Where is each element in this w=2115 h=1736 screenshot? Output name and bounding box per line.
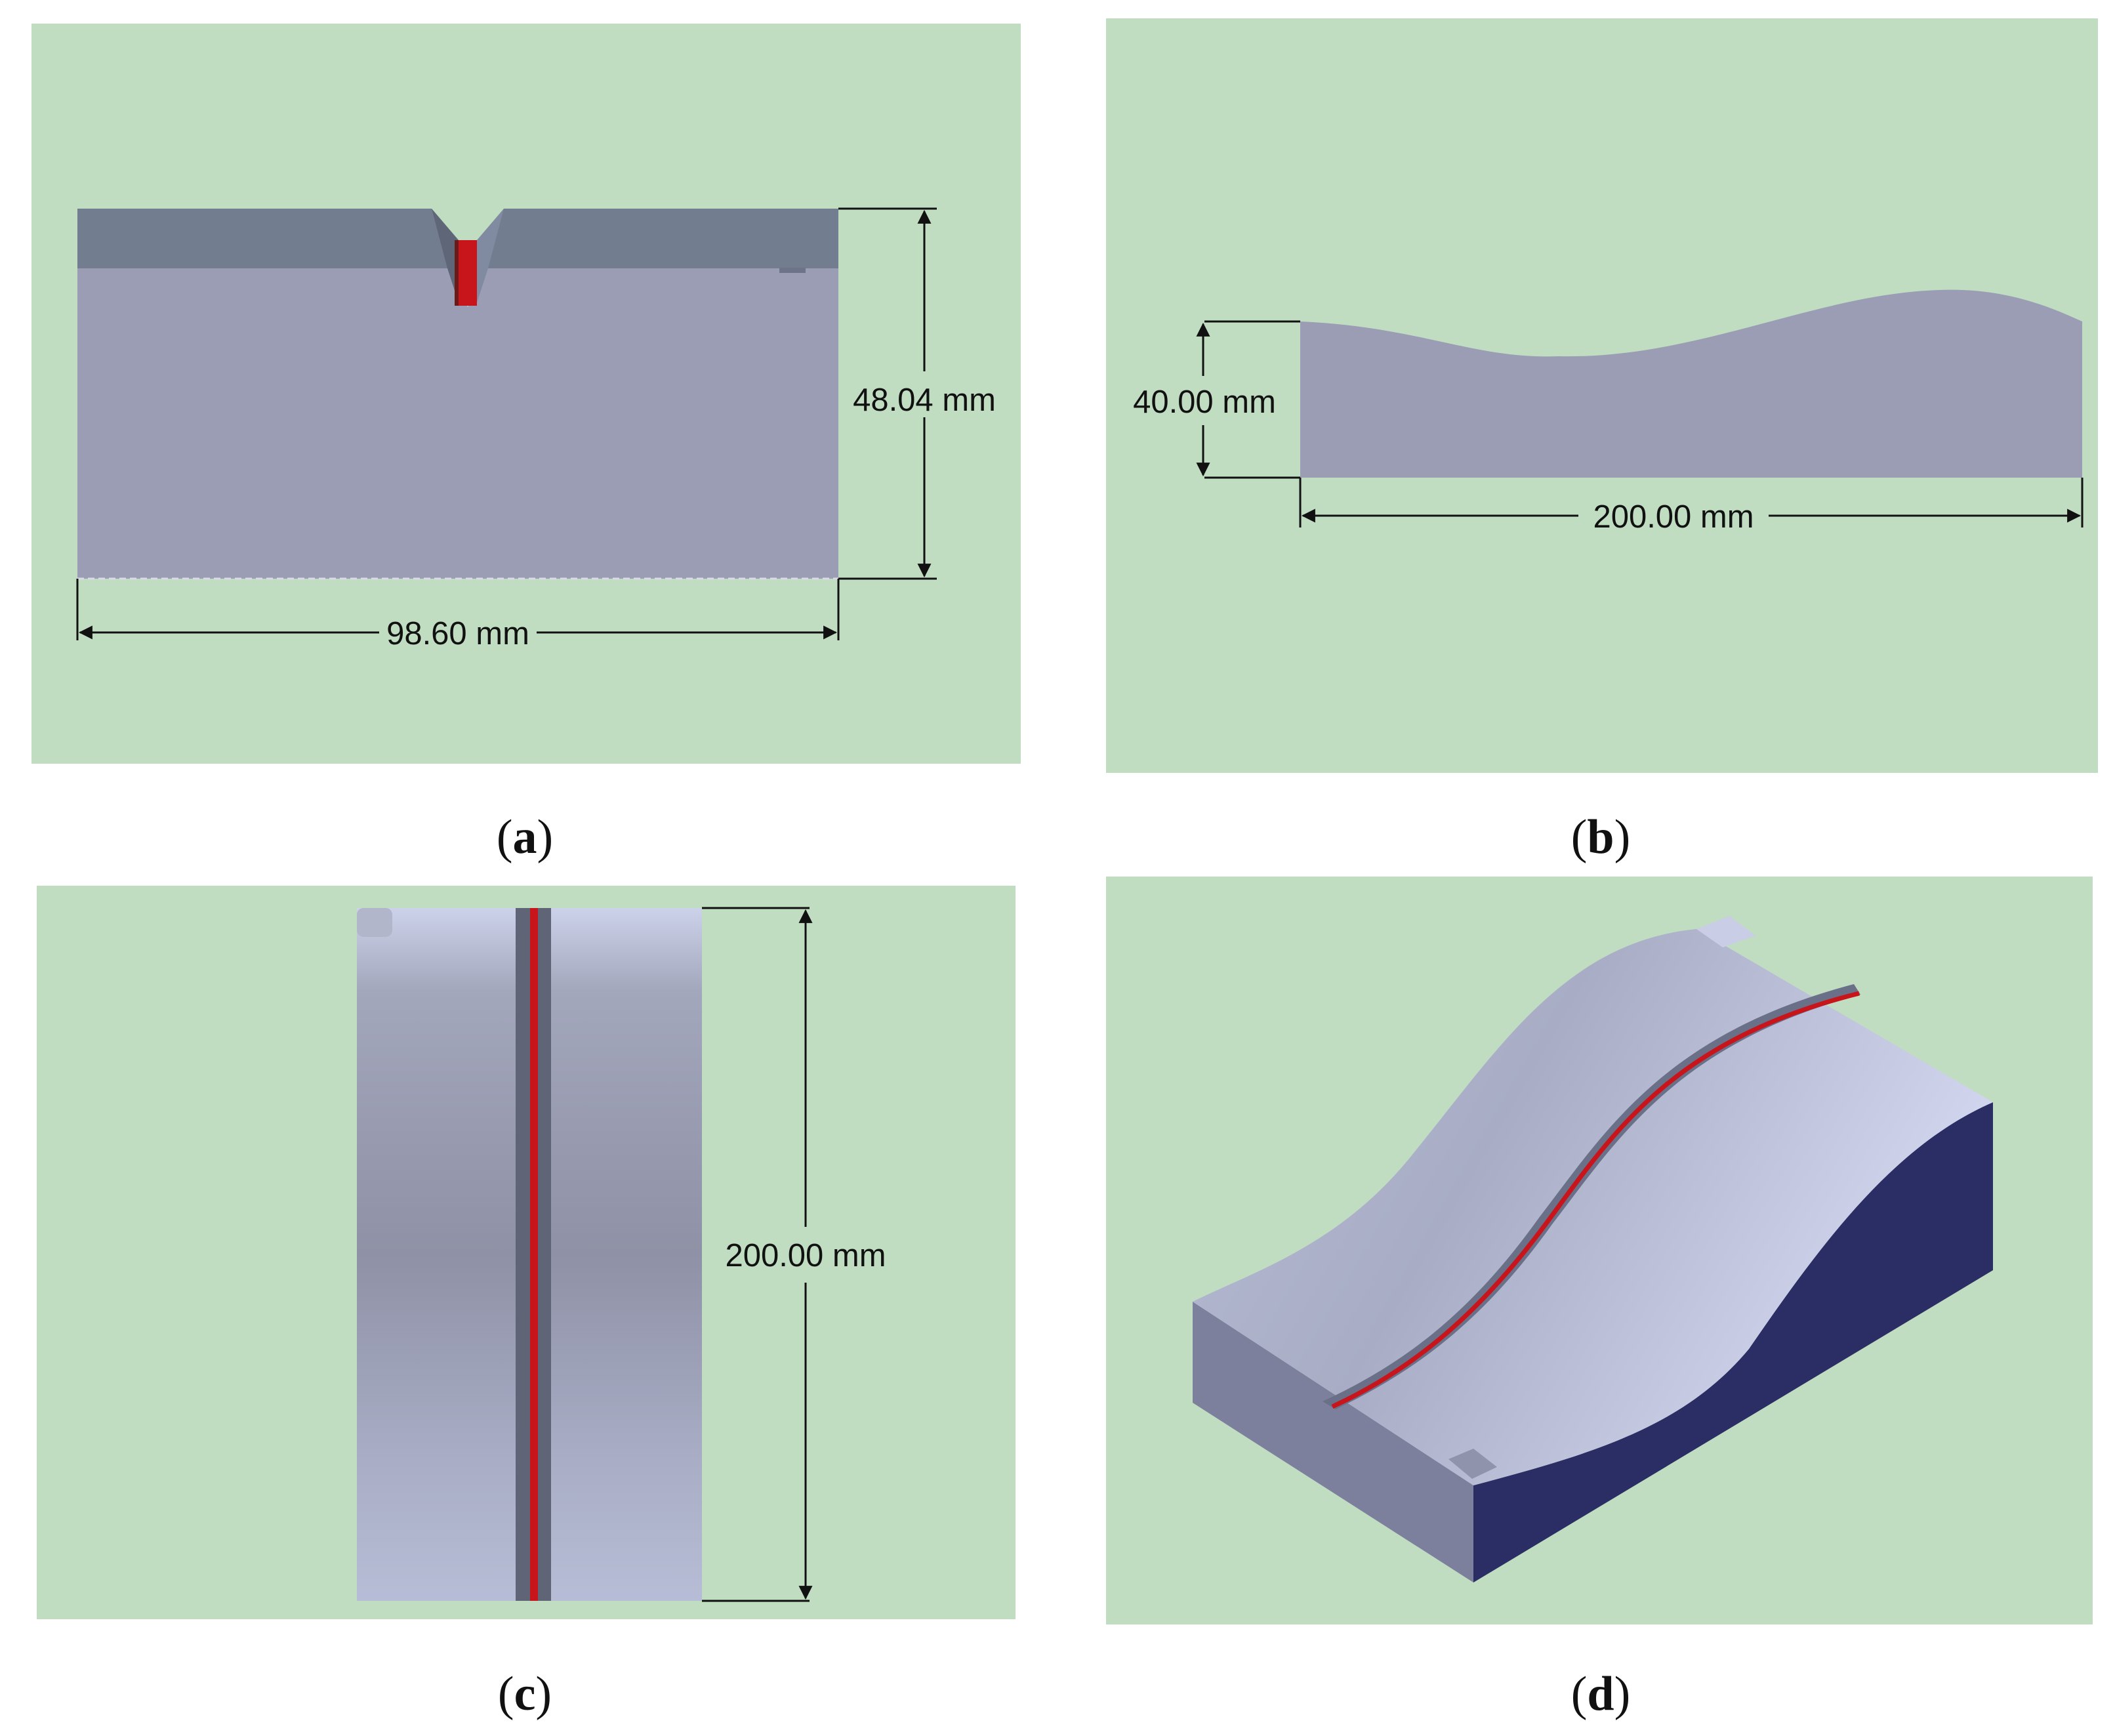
wavy-plate-profile — [1300, 289, 2082, 478]
caption-a: (a) — [496, 810, 554, 864]
panel-c: 200.00 mm — [37, 886, 1016, 1619]
groove-right-wall — [477, 209, 504, 302]
corner-notch — [357, 908, 392, 937]
panel-b-drawing: 40.00 mm 200.00 mm — [1106, 18, 2098, 773]
height-dimension-label: 48.04 mm — [853, 382, 996, 418]
panel-d-drawing — [1106, 877, 2093, 1624]
panel-c-drawing: 200.00 mm — [37, 886, 1016, 1619]
plate-top-face — [77, 209, 838, 268]
top-corner-notch — [1696, 916, 1756, 947]
panel-b: 40.00 mm 200.00 mm — [1106, 18, 2098, 773]
caption-c: (c) — [497, 1667, 552, 1721]
block-front-face — [1193, 1302, 1473, 1582]
length-dimension-label: 200.00 mm — [725, 1238, 886, 1273]
caption-d: (d) — [1571, 1667, 1631, 1721]
caption-b: (b) — [1571, 810, 1631, 864]
width-dimension-label: 200.00 mm — [1593, 499, 1754, 535]
groove-left-wall — [432, 209, 459, 302]
weld-line — [530, 908, 538, 1601]
plate-front-face — [77, 268, 838, 579]
weld-seam — [459, 240, 477, 306]
bottom-corner-notch — [1448, 1449, 1497, 1479]
right-plate-top — [551, 908, 702, 1601]
panel-a: 48.04 mm 98.60 mm — [31, 24, 1021, 764]
panel-a-drawing: 48.04 mm 98.60 mm — [31, 24, 1021, 764]
panel-d — [1106, 877, 2093, 1624]
height-dimension-label: 40.00 mm — [1133, 384, 1276, 420]
corner-notch — [779, 268, 806, 273]
width-dimension-label: 98.60 mm — [386, 616, 529, 651]
weld-seam-shadow — [455, 240, 459, 306]
weld-line — [1331, 991, 1860, 1409]
block-side-face — [1473, 1102, 1993, 1582]
block-top-surface — [1193, 929, 1993, 1485]
